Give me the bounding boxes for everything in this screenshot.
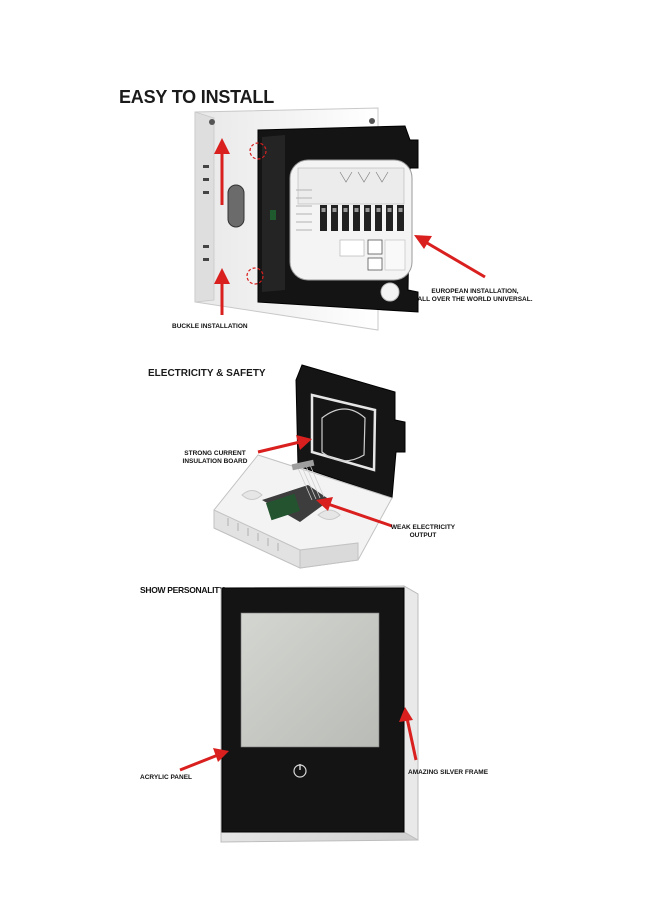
arrow-silver-frame — [399, 707, 418, 761]
label-strong-line-2: INSULATION BOARD — [182, 458, 248, 465]
white-base — [213, 454, 393, 569]
arrow-acrylic-panel — [179, 748, 229, 772]
label-weak-line-2: OUTPUT — [409, 532, 437, 539]
arrow-buckle-bottom — [214, 268, 230, 315]
lcd-screen — [240, 612, 380, 748]
label-weak-line-1: WEAK ELECTRICITY — [390, 524, 456, 531]
label-acrylic-panel: ACRYLIC PANEL — [140, 774, 192, 781]
terminal-module — [289, 159, 413, 281]
label-buckle-installation: BUCKLE INSTALLATION — [172, 323, 248, 330]
heading-show-personality: SHOW PERSONALITY — [140, 585, 225, 595]
arrow-buckle-top — [214, 138, 230, 205]
arrow-european — [414, 235, 486, 279]
arrow-weak-electricity — [316, 497, 393, 528]
label-strong-line-1: STRONG CURRENT — [184, 450, 246, 457]
brand-badge-icon — [380, 282, 400, 302]
label-european-line-2: ALL OVER THE WORLD UNIVERSAL. — [417, 296, 533, 303]
heading-electricity-safety: ELECTRICITY & SAFETY — [148, 368, 266, 379]
power-icon — [293, 764, 307, 778]
label-silver-frame: AMAZING SILVER FRAME — [408, 769, 489, 776]
heading-easy-to-install: EASY TO INSTALL — [119, 87, 275, 107]
black-raised-plate — [295, 364, 406, 499]
label-european-line-1: EUROPEAN INSTALLATION, — [431, 288, 519, 295]
buckle-marker-bottom — [246, 267, 264, 285]
arrow-strong-current — [257, 435, 312, 454]
label-weak-electricity: WEAK ELECTRICITY OUTPUT — [378, 524, 468, 540]
label-strong-current: STRONG CURRENT INSULATION BOARD — [176, 450, 254, 466]
buckle-marker-top — [249, 142, 267, 160]
label-european-installation: EUROPEAN INSTALLATION, ALL OVER THE WORL… — [405, 288, 545, 304]
